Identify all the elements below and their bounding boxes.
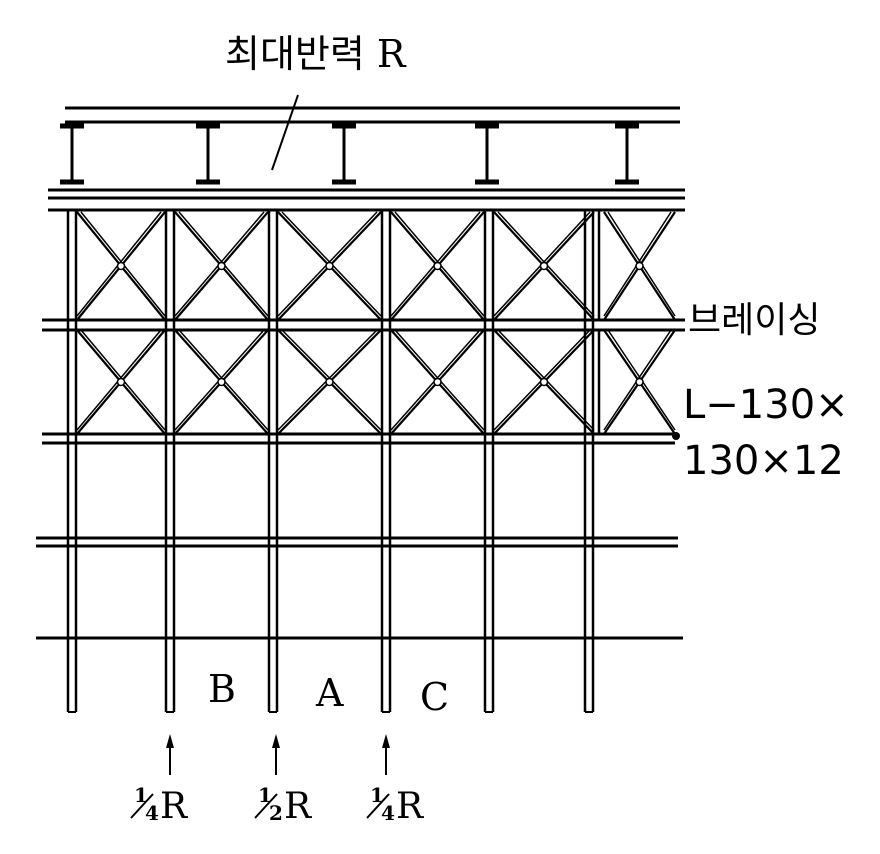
zone-label-b: B [208,667,236,711]
vertical-post-6 [583,210,595,713]
load-value-2: 1 2 R [254,783,312,827]
load-1-denominator: 4 [145,801,159,825]
load-arrow-1 [166,734,174,775]
i-beams [60,123,639,185]
angle-spec-line2: 130×12 [683,438,844,484]
load-2-symbol: R [284,786,312,827]
vertical-posts [66,210,601,713]
load-2-denominator: 2 [269,801,283,825]
load-3-numerator: 1 [370,783,384,807]
load-1-numerator: 1 [134,783,148,807]
i-beam-5 [615,123,639,185]
load-arrow-2 [272,734,280,775]
zone-label-c: C [420,675,449,719]
load-3-symbol: R [396,786,424,827]
x-brace-r2-b6 [603,329,676,435]
load-1-symbol: R [160,786,188,827]
x-brace-r1-b2 [174,211,269,321]
bracing-frame [76,211,676,435]
x-brace-r1-b1 [76,211,166,321]
vertical-post-1 [66,210,78,713]
max-reaction-label: 최대반력 R [225,32,407,76]
x-brace-r2-b1 [76,329,166,435]
vertical-post-3 [267,210,279,713]
i-beam-2 [196,123,220,185]
load-3-denominator: 4 [381,801,395,825]
x-brace-r1-b6 [603,211,676,321]
x-brace-r2-b2 [174,329,269,435]
x-brace-r1-b5 [493,211,595,321]
angle-marker-dot [672,432,680,440]
i-beam-1 [60,123,84,185]
vertical-post-2 [164,210,176,713]
zone-label-a: A [315,671,344,715]
bracing-label: 브레이싱 [688,300,820,341]
load-arrows [166,734,390,775]
top-deck [48,106,685,200]
x-brace-r1-b3 [277,211,382,321]
i-beam-4 [475,123,499,185]
load-value-3: 1 4 R [366,783,424,827]
x-brace-r1-b4 [390,211,485,321]
load-value-1: 1 4 R [130,783,188,827]
x-brace-r2-b5 [493,329,595,435]
load-2-numerator: 1 [258,783,272,807]
x-brace-r2-b4 [390,329,485,435]
vertical-post-5 [483,210,495,713]
i-beam-3 [332,123,356,185]
load-arrow-3 [382,734,390,775]
x-brace-r2-b3 [277,329,382,435]
angle-spec-line1: L−130× [683,382,849,428]
max-reaction-leader [271,94,299,171]
horizontal-ledgers [36,208,685,640]
vertical-post-4 [380,210,392,713]
